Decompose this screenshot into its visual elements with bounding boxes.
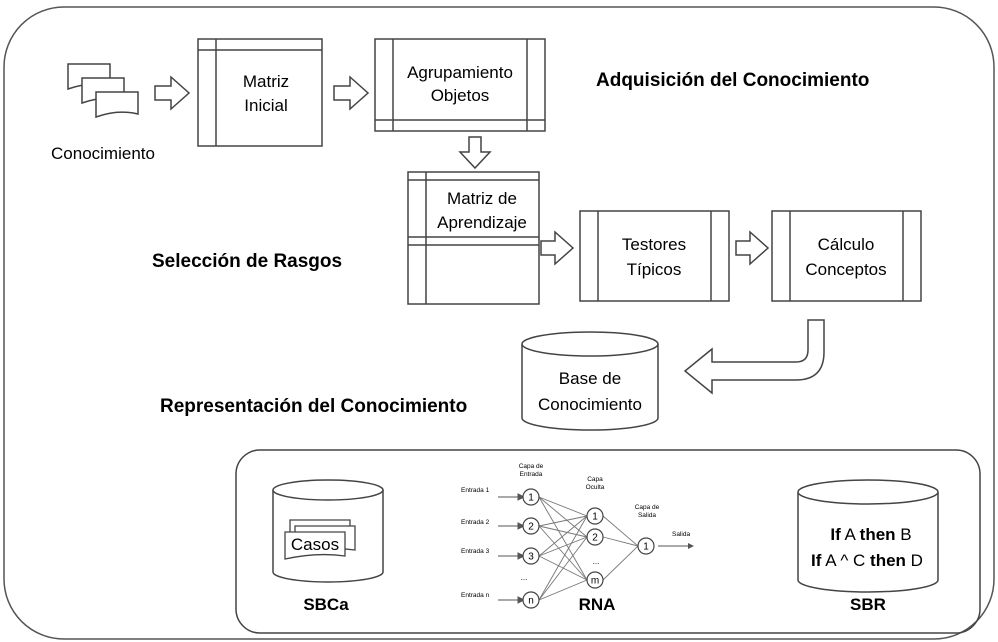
entrada-2-label: Entrada 2 <box>461 519 490 526</box>
rna-edge-in2-h2 <box>538 525 588 538</box>
rna-input-arrowhead-4 <box>517 596 526 604</box>
hidden-node-2: 2 <box>586 528 604 546</box>
outer-frame <box>3 6 995 640</box>
matriz-inicial-box: Matriz Inicial <box>197 38 323 147</box>
rna-edge-in1-h2 <box>538 496 588 538</box>
representacion-heading: Representación del Conocimiento <box>160 396 467 417</box>
hidden-node-1: 1 <box>586 507 604 525</box>
arrow-right-icon <box>154 75 770 266</box>
rna-edge-in4-h1 <box>538 515 588 601</box>
agrupamiento-box: Agrupamiento Objetos <box>374 38 546 132</box>
entrada-1-label: Entrada 1 <box>461 487 490 494</box>
rna-edge-in1-h1 <box>538 496 588 517</box>
input-node-1-label: 1 <box>528 493 534 504</box>
input-node-4-label: n <box>528 596 534 607</box>
input-node-3: 3 <box>522 547 540 565</box>
sbr-rule-1: If A then B <box>830 525 911 544</box>
capa-salida-line1: Capa de <box>635 504 660 511</box>
rna-edge-h1-o1 <box>602 515 639 547</box>
matriz-inicial-line2: Inicial <box>244 96 287 115</box>
hidden-node-3-circle <box>586 571 604 589</box>
testores-line2: Típicos <box>627 260 682 279</box>
output-node-1: 1 <box>637 537 655 555</box>
matriz-aprendizaje-line2: Aprendizaje <box>437 213 527 232</box>
sbr-label: SBR <box>850 595 886 614</box>
rna-edge-in2-h3 <box>538 525 588 581</box>
capa-oculta-line2: Oculta <box>586 484 605 491</box>
hidden-node-3: m <box>586 571 604 589</box>
rna-network: 1 2 3 n 1 2 m 1 Capa de Entrada Capa Oculta Cap… <box>461 463 694 609</box>
hidden-node-1-label: 1 <box>592 512 598 523</box>
rna-input-arrowhead-1 <box>517 493 526 501</box>
rna-nodes: 1 2 3 n 1 2 m 1 <box>522 488 655 609</box>
testores-box: Testores Típicos <box>579 210 730 302</box>
input-node-2-circle <box>522 517 540 535</box>
sbr-cylinder: If A then B If A ^ C then D <box>797 479 939 593</box>
input-node-2-label: 2 <box>528 522 534 533</box>
input-node-1-circle <box>522 488 540 506</box>
rna-input-arrowhead-3 <box>517 552 526 560</box>
hidden-node-2-circle <box>586 528 604 546</box>
hidden-node-2-label: 2 <box>592 533 598 544</box>
rna-edge-in2-h1 <box>538 515 588 527</box>
input-node-3-circle <box>522 547 540 565</box>
testores-line1: Testores <box>622 235 686 254</box>
sbca-cylinder: Casos <box>272 479 384 583</box>
base-conocimiento-cylinder: Base de Conocimiento <box>521 331 659 431</box>
rna-edge-in3-h1 <box>538 515 588 557</box>
input-node-2: 2 <box>522 517 540 535</box>
rna-label: RNA <box>579 595 616 614</box>
salida-label: Salida <box>672 531 690 538</box>
casos-cards-icon <box>284 519 356 560</box>
documents-icon <box>67 63 139 119</box>
rna-edge-in4-h3 <box>538 579 588 601</box>
base-line1: Base de <box>559 369 621 388</box>
rna-edge-in3-h2 <box>538 536 588 557</box>
casos-label: Casos <box>291 535 339 554</box>
rna-edge-in4-h2 <box>538 536 588 601</box>
matriz-aprendizaje-line1: Matriz de <box>447 189 517 208</box>
input-node-4-circle <box>522 591 540 609</box>
agrupamiento-line2: Objetos <box>431 86 490 105</box>
rna-input-arrowhead-2 <box>517 522 526 530</box>
matriz-aprendizaje-box: Matriz de Aprendizaje <box>407 171 540 305</box>
sbca-label: SBCa <box>303 595 349 614</box>
salida-arrowhead <box>688 543 694 549</box>
conocimiento-label: Conocimiento <box>51 144 155 163</box>
capa-entrada-line2: Entrada <box>520 471 543 478</box>
hidden-ellipsis: ... <box>593 557 600 566</box>
output-node-1-circle <box>637 537 655 555</box>
capa-salida-line2: Salida <box>638 512 656 519</box>
calculo-line2: Conceptos <box>805 260 886 279</box>
bent-arrow-icon <box>683 319 825 395</box>
agrupamiento-line1: Agrupamiento <box>407 63 513 82</box>
capa-entrada-line1: Capa de <box>519 463 544 470</box>
capa-oculta-line1: Capa <box>587 476 603 483</box>
calculo-box: Cálculo Conceptos <box>771 210 922 302</box>
calculo-line1: Cálculo <box>818 235 875 254</box>
arrow-down-icon <box>458 136 492 170</box>
hidden-node-1-circle <box>586 507 604 525</box>
rna-edge-h2-o1 <box>602 536 639 547</box>
adquisicion-heading: Adquisición del Conocimiento <box>596 70 869 91</box>
input-node-4: n <box>522 591 540 609</box>
base-line2: Conocimiento <box>538 395 642 414</box>
input-ellipsis: ... <box>521 573 528 582</box>
sbr-rule-2: If A ^ C then D <box>811 551 923 570</box>
input-node-3-label: 3 <box>528 552 534 563</box>
seleccion-heading: Selección de Rasgos <box>152 251 342 272</box>
input-node-1: 1 <box>522 488 540 506</box>
rna-connections <box>538 496 639 601</box>
rna-edge-in1-h3 <box>538 496 588 581</box>
rna-input-arrows <box>498 493 526 604</box>
hidden-node-3-label: m <box>591 576 599 587</box>
entrada-n-label: Entrada n <box>461 592 490 599</box>
inner-frame <box>235 449 981 634</box>
entrada-3-label: Entrada 3 <box>461 548 490 555</box>
matriz-inicial-line1: Matriz <box>243 72 289 91</box>
rna-edge-h3-o1 <box>602 545 639 581</box>
output-node-1-label: 1 <box>643 542 649 553</box>
